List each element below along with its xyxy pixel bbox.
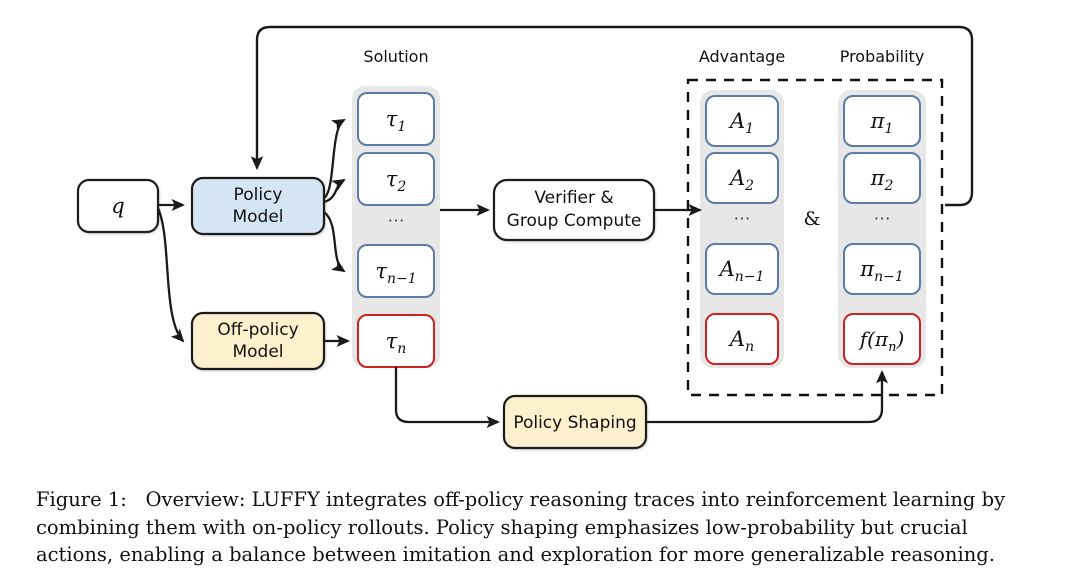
svg-text:τn−1: τn−1: [375, 259, 416, 287]
solution-item-tau-n-1: τn−1: [357, 244, 435, 298]
svg-text:πn−1: πn−1: [859, 257, 903, 285]
off-policy-model-label-line2: Model: [232, 342, 283, 362]
arrow-policy-to-taun1: [323, 211, 346, 273]
off-policy-model-label-line1: Off-policy: [217, 320, 298, 340]
probability-item-3-symbol: π: [859, 257, 875, 281]
arrow-policy-to-tau2: [323, 178, 346, 204]
svg-text:τn: τn: [386, 329, 407, 357]
advantage-item-1-sub: 1: [745, 121, 754, 137]
advantage-item-4-symbol: A: [728, 327, 745, 351]
solution-item-2-symbol: τ: [386, 167, 398, 191]
arrow-taun-to-policy-shaping: [394, 367, 501, 429]
solution-item-1-symbol: τ: [386, 107, 398, 131]
off-policy-model-node: Off-policy Model: [190, 311, 326, 371]
solution-item-2-sub: 2: [396, 179, 406, 195]
policy-shaping-label: Policy Shaping: [513, 413, 636, 433]
policy-model-node: Policy Model: [190, 176, 326, 236]
svg-text:A2: A2: [728, 166, 754, 194]
svg-text:τ1: τ1: [386, 107, 407, 135]
probability-item-2-sub: 2: [883, 178, 893, 194]
solution-item-4-sub: n: [397, 341, 406, 357]
advantage-item-3-sub: n−1: [735, 269, 765, 285]
column-title-probability: Probability: [840, 47, 925, 66]
advantage-item-1-symbol: A: [728, 109, 745, 133]
advantage-item-a-2: A2: [705, 152, 779, 204]
probability-item-1-symbol: π: [870, 109, 886, 133]
advantage-item-3-symbol: A: [718, 257, 735, 281]
solution-item-1-sub: 1: [397, 119, 406, 135]
luffy-pipeline-diagram: q Policy Model Off-policy Model: [76, 25, 974, 450]
figure-caption-text: Overview: LUFFY integrates off-policy re…: [36, 488, 1006, 567]
solution-item-3-sub: n−1: [387, 271, 417, 287]
advantage-ellipsis: ⋯: [734, 209, 751, 229]
solution-ellipsis: ⋯: [388, 211, 405, 231]
svg-text:π2: π2: [870, 166, 894, 194]
grpo-objective-dashed-region: [686, 78, 944, 397]
probability-item-pi-n-1: πn−1: [843, 243, 921, 295]
svg-text:τ2: τ2: [386, 167, 407, 195]
svg-text:An: An: [728, 327, 754, 355]
advantage-item-a-1: A1: [705, 95, 779, 147]
probability-item-4-sub: n: [888, 340, 896, 355]
solution-item-4-symbol: τ: [386, 329, 398, 353]
arrow-policy-to-tau1: [323, 118, 346, 199]
solution-item-3-symbol: τ: [375, 259, 387, 283]
policy-shaping-node: Policy Shaping: [502, 394, 648, 450]
probability-item-f-pi-n: f(πn): [843, 313, 921, 365]
verifier-label-line2: Group Compute: [507, 211, 642, 231]
probability-item-pi-1: π1: [843, 95, 921, 147]
probability-item-4-suffix: ): [895, 327, 904, 351]
verifier-label-line1: Verifier &: [534, 188, 613, 208]
advantage-item-a-n: An: [705, 313, 779, 365]
policy-model-label-line2: Model: [232, 207, 283, 227]
solution-item-tau-1: τ1: [357, 92, 435, 146]
advantage-item-a-n-1: An−1: [705, 243, 779, 295]
feedback-loop-path: [250, 25, 974, 207]
probability-item-pi-2: π2: [843, 152, 921, 204]
advantage-item-2-sub: 2: [744, 178, 754, 194]
figure-caption-label: Figure 1:: [36, 488, 127, 511]
svg-text:π1: π1: [870, 109, 894, 137]
probability-item-1-sub: 1: [884, 121, 893, 137]
solution-item-tau-2: τ2: [357, 152, 435, 206]
arrow-q-to-off-policy-model: [156, 207, 185, 343]
svg-text:f(πn): f(πn): [858, 327, 905, 355]
probability-item-3-sub: n−1: [874, 269, 904, 285]
advantage-item-2-symbol: A: [728, 166, 745, 190]
advantage-item-4-sub: n: [745, 339, 754, 355]
solution-item-tau-n: τn: [357, 314, 435, 368]
arrow-policy-shaping-to-f-pi-n: [646, 369, 889, 424]
svg-text:An−1: An−1: [718, 257, 765, 285]
svg-text:A1: A1: [728, 109, 754, 137]
figure-caption: Figure 1: Overview: LUFFY integrates off…: [36, 486, 1048, 569]
column-title-solution: Solution: [363, 47, 428, 66]
ampersand-connector: &: [804, 208, 821, 230]
probability-ellipsis: ⋯: [874, 209, 891, 229]
query-node: q: [76, 178, 160, 234]
query-label: q: [111, 194, 124, 218]
column-title-advantage: Advantage: [699, 47, 785, 66]
policy-model-label-line1: Policy: [234, 185, 283, 205]
probability-item-2-symbol: π: [870, 166, 886, 190]
probability-item-4-symbol: f(π: [858, 327, 889, 351]
verifier-node: Verifier & Group Compute: [492, 178, 656, 242]
